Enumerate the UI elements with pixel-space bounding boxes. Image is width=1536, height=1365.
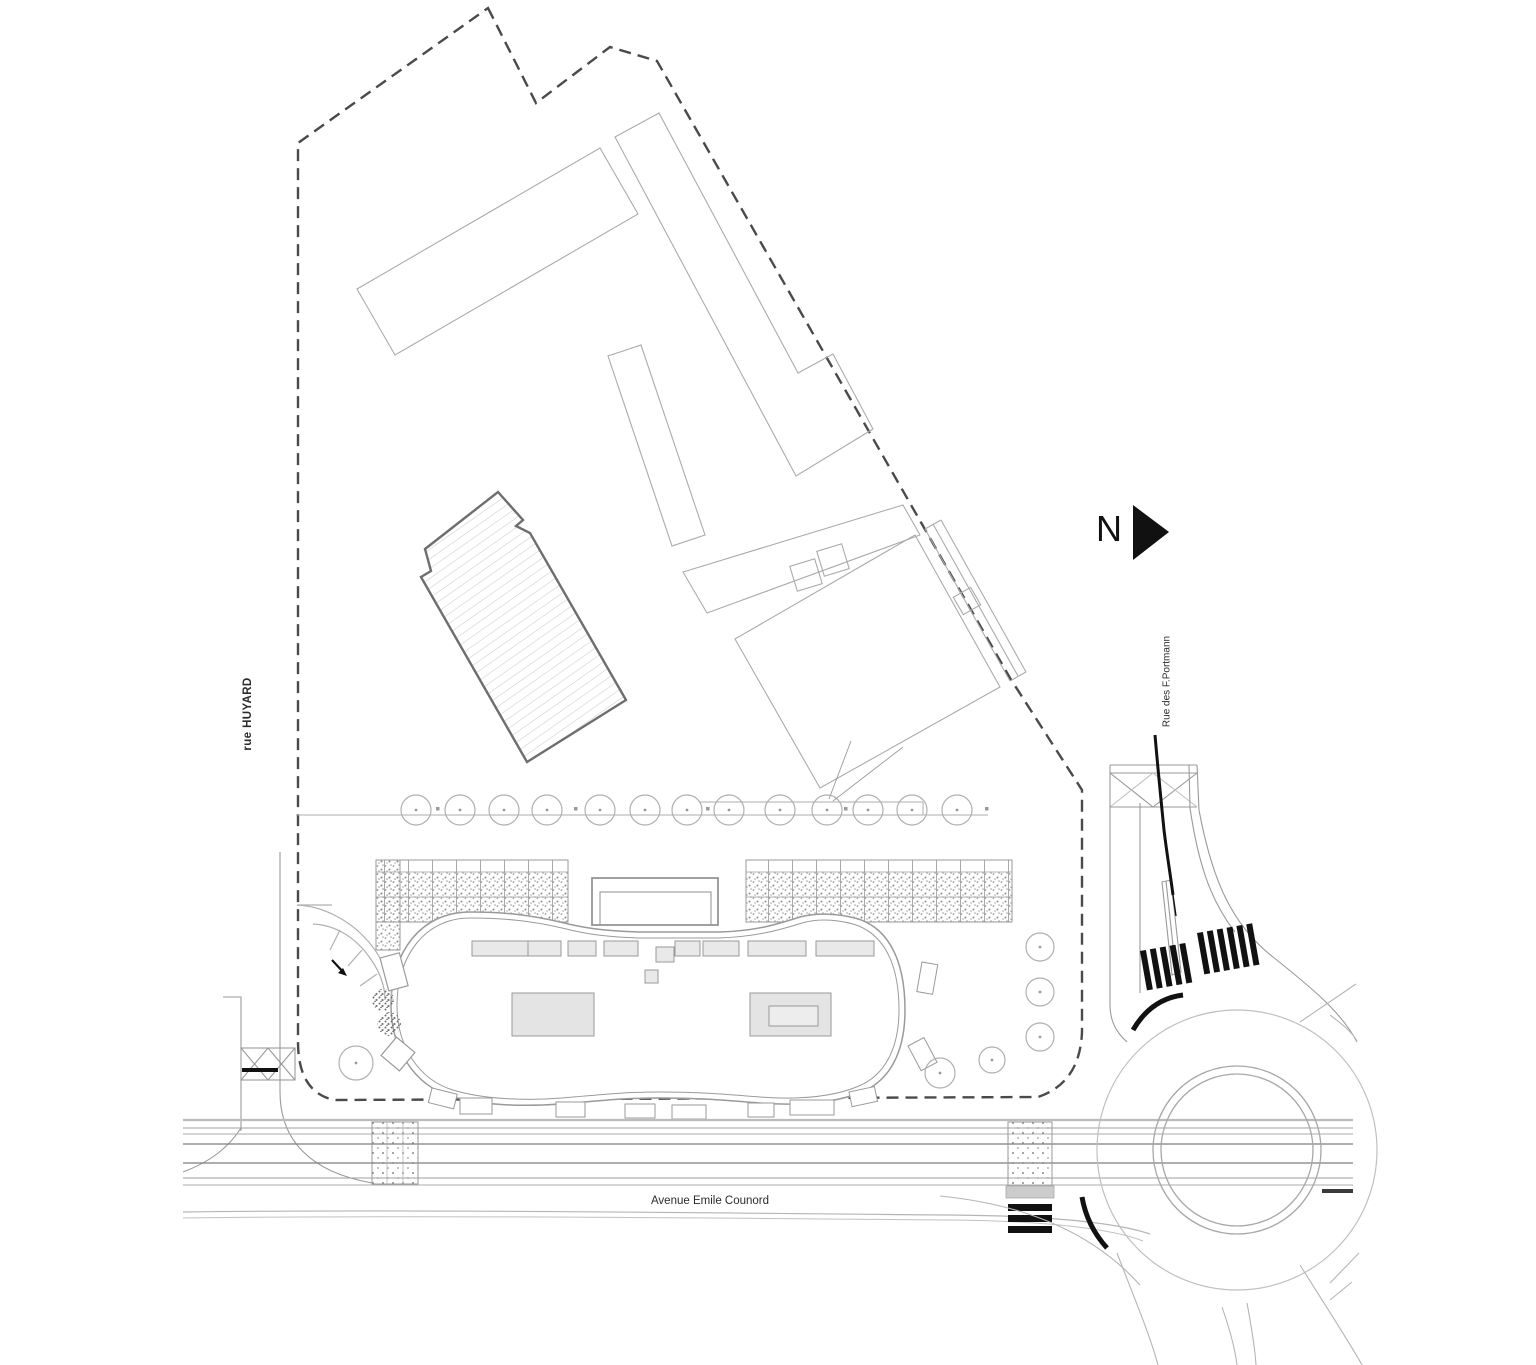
planting-grid-east: [745, 859, 1013, 923]
tree-leader-lines: [828, 740, 904, 802]
interior-blocks: [511, 992, 832, 1037]
building-slab-north: [614, 112, 874, 477]
planting-patch: [372, 989, 394, 1011]
give-way-marks: [1079, 992, 1184, 1250]
entry-ramp: [296, 904, 416, 1072]
main-building: [390, 911, 939, 1120]
building-edge-strips: [924, 519, 1027, 682]
courtyard-trees: [338, 932, 1055, 1089]
main-building-inner-wall: [396, 917, 900, 1100]
tram-platform-east: [1005, 1121, 1055, 1233]
context-buildings: [356, 112, 1027, 789]
bus-shelter: [240, 1047, 296, 1081]
skylight-row: [471, 940, 875, 984]
street-label-south: Avenue Emile Counord: [650, 1195, 770, 1207]
tree-row: [296, 740, 989, 826]
building-bar-northwest: [356, 147, 639, 356]
west-street-works: [182, 852, 373, 1184]
building-bar-east: [682, 504, 921, 614]
ramp-arrow-icon: [331, 959, 347, 976]
planting-grid-west: [375, 859, 569, 951]
tree-icons: [400, 794, 973, 826]
street-label-west: rue HUYARD: [242, 677, 254, 751]
crosswalk-east: [1197, 923, 1260, 975]
east-street: [1109, 734, 1358, 1043]
facade-bumps: [427, 961, 939, 1120]
roundabout-exits: [939, 983, 1363, 1365]
north-label: N: [1096, 508, 1122, 549]
building-bar-center: [607, 344, 706, 547]
planting-patch: [377, 1012, 401, 1036]
roundabout: [939, 983, 1378, 1365]
zebra-crossing-south: [1008, 1204, 1052, 1233]
street-centerline: [1153, 734, 1175, 896]
tram-platform-west: [371, 1121, 419, 1185]
crosswalk-west: [1140, 943, 1193, 991]
interior-block-west: [511, 992, 595, 1037]
hatched-building: [419, 490, 628, 764]
street-label-east: Rue des F.Portmann: [1161, 635, 1173, 728]
building-square-southeast: [734, 534, 1001, 789]
tree-center-dots: [414, 807, 989, 812]
site-boundary-dashed-line: [296, 6, 1084, 1102]
entrance-canopy: [591, 877, 719, 926]
street-brace: [1109, 772, 1198, 808]
north-arrow-icon: [1133, 505, 1169, 560]
building-annex-squares: [789, 543, 850, 592]
